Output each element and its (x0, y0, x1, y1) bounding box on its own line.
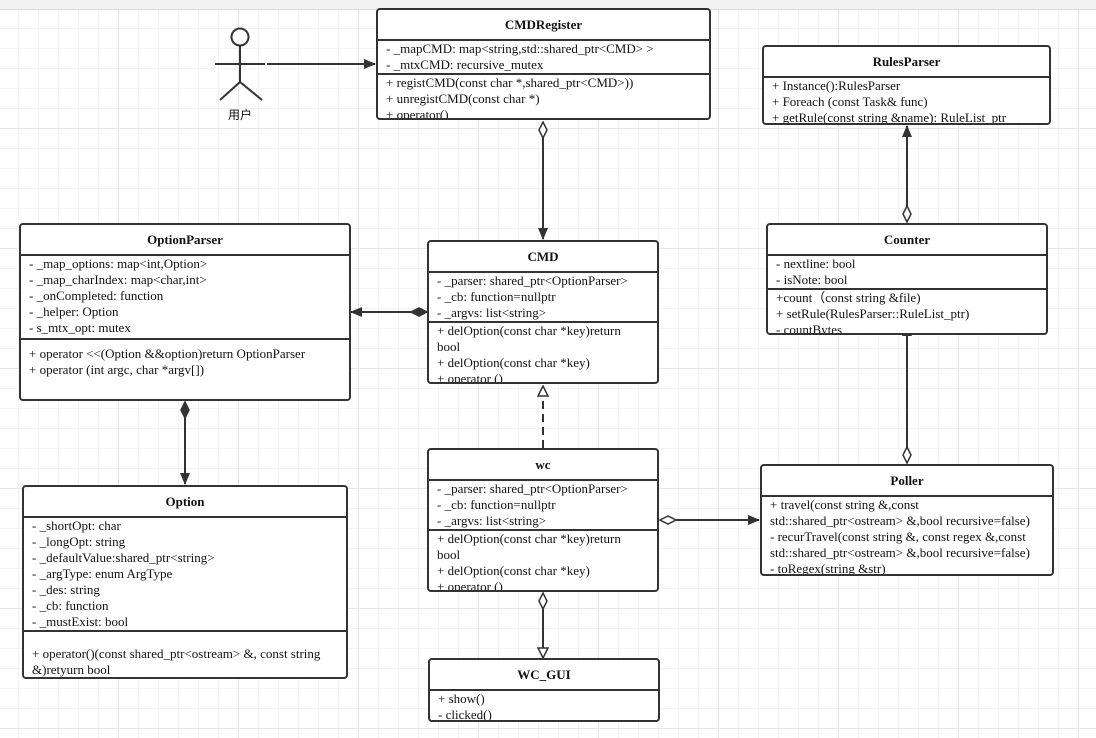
class-cmd[interactable]: CMD - _parser: shared_ptr<OptionParser> … (427, 240, 659, 384)
class-optionparser[interactable]: OptionParser - _map_options: map<int,Opt… (19, 223, 351, 401)
operation: + delOption(const char *key)return bool (437, 323, 621, 354)
class-counter[interactable]: Counter - nextline: bool - isNote: bool … (766, 223, 1048, 335)
class-counter-title: Counter (768, 225, 1046, 256)
attribute: - _mustExist: bool (32, 614, 129, 629)
actor-user-icon (215, 27, 265, 101)
class-option-title: Option (24, 487, 346, 518)
attribute: - _cb: function=nullptr (437, 289, 556, 304)
attribute: - _helper: Option (29, 304, 119, 319)
operation: + delOption(const char *key)return bool (437, 531, 621, 562)
class-poller-title: Poller (762, 466, 1052, 497)
class-poller-operations: + travel(const string &,const std::share… (762, 497, 1052, 576)
actor-user-label: 用户 (227, 108, 252, 122)
attribute: - _mapCMD: map<string,std::shared_ptr<CM… (386, 41, 654, 56)
operation: + operator () (437, 579, 503, 592)
attribute: - _des: string (32, 582, 100, 597)
class-option-operations: + operator()(const shared_ptr<ostream> &… (24, 630, 346, 677)
class-cmdregister-operations: + registCMD(const char *,shared_ptr<CMD>… (378, 73, 709, 120)
class-wc[interactable]: wc - _parser: shared_ptr<OptionParser> -… (427, 448, 659, 592)
operation: - countBytes (776, 322, 843, 335)
class-optionparser-attributes: - _map_options: map<int,Option> - _map_c… (21, 256, 349, 338)
class-counter-operations: +count（const string &file) + setRule(Rul… (768, 288, 1046, 335)
class-cmdregister[interactable]: CMDRegister - _mapCMD: map<string,std::s… (376, 8, 711, 120)
operation: - clicked() (438, 707, 492, 722)
attribute: - _mtxCMD: recursive_mutex (386, 57, 544, 72)
attribute: - _longOpt: string (32, 534, 126, 549)
attribute: - s_mtx_opt: mutex (29, 320, 131, 335)
class-cmd-attributes: - _parser: shared_ptr<OptionParser> - _c… (429, 273, 657, 321)
class-cmd-operations: + delOption(const char *key)return bool … (429, 321, 657, 384)
operation: + setRule(RulesParser::RuleList_ptr) (776, 306, 970, 321)
class-optionparser-operations: + operator <<(Option &&option)return Opt… (21, 338, 349, 378)
class-cmd-title: CMD (429, 242, 657, 273)
operation: - toRegex(string &str) (770, 561, 886, 576)
operation: + travel(const string &,const std::share… (770, 497, 1030, 528)
operation: + operator <<(Option &&option)return Opt… (29, 346, 306, 361)
class-wc-gui-operations: + show() - clicked() (430, 691, 658, 722)
class-rulesparser-operations: + Instance():RulesParser + Foreach (cons… (764, 78, 1049, 125)
attribute: - _onCompleted: function (29, 288, 164, 303)
class-rulesparser[interactable]: RulesParser + Instance():RulesParser + F… (762, 45, 1051, 125)
attribute: - _cb: function (32, 598, 109, 613)
operation: + delOption(const char *key) (437, 563, 590, 578)
attribute: - _argvs: list<string> (437, 513, 547, 528)
attribute: - _argType: enum ArgType (32, 566, 173, 581)
operation: + operator (int argc, char *argv[]) (29, 362, 205, 377)
class-cmdregister-title: CMDRegister (378, 10, 709, 41)
operation: +count（const string &file) (776, 290, 921, 305)
class-cmdregister-attributes: - _mapCMD: map<string,std::shared_ptr<CM… (378, 41, 709, 73)
attribute: - _parser: shared_ptr<OptionParser> (437, 273, 628, 288)
class-wc-gui-title: WC_GUI (430, 660, 658, 691)
operation: - recurTravel(const string &, const rege… (770, 529, 1030, 560)
class-rulesparser-title: RulesParser (764, 47, 1049, 78)
attribute: - _shortOpt: char (32, 518, 121, 533)
operation: + operator () (437, 371, 503, 384)
operation: + Foreach (const Task& func) (772, 94, 928, 109)
attribute: - nextline: bool (776, 256, 856, 271)
class-poller[interactable]: Poller + travel(const string &,const std… (760, 464, 1054, 576)
attribute: - _parser: shared_ptr<OptionParser> (437, 481, 628, 496)
attribute: - isNote: bool (776, 272, 848, 287)
operation: + getRule(const string &name): RuleList_… (772, 110, 1007, 125)
class-option[interactable]: Option - _shortOpt: char - _longOpt: str… (22, 485, 348, 679)
operation: + operator() (386, 107, 449, 120)
attribute: - _argvs: list<string> (437, 305, 547, 320)
class-counter-attributes: - nextline: bool - isNote: bool (768, 256, 1046, 288)
operation: + registCMD(const char *,shared_ptr<CMD>… (386, 75, 634, 90)
class-wc-operations: + delOption(const char *key)return bool … (429, 529, 657, 592)
operation: + Instance():RulesParser (772, 78, 901, 93)
class-wc-attributes: - _parser: shared_ptr<OptionParser> - _c… (429, 481, 657, 529)
attribute: - _defaultValue:shared_ptr<string> (32, 550, 215, 565)
attribute: - _map_charIndex: map<char,int> (29, 272, 207, 287)
class-optionparser-title: OptionParser (21, 225, 349, 256)
class-option-attributes: - _shortOpt: char - _longOpt: string - _… (24, 518, 346, 630)
class-wc-title: wc (429, 450, 657, 481)
operation: + operator()(const shared_ptr<ostream> &… (32, 646, 321, 677)
operation: + delOption(const char *key) (437, 355, 590, 370)
attribute: - _cb: function=nullptr (437, 497, 556, 512)
attribute: - _map_options: map<int,Option> (29, 256, 208, 271)
operation: + show() (438, 691, 485, 706)
class-wc-gui[interactable]: WC_GUI + show() - clicked() (428, 658, 660, 722)
operation: + unregistCMD(const char *) (386, 91, 540, 106)
